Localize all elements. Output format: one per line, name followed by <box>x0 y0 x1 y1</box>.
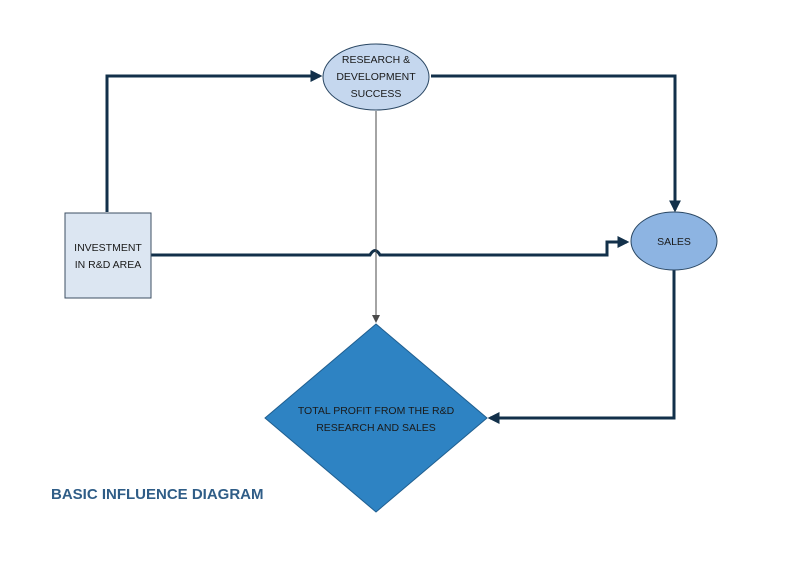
sales-node: SALES <box>630 211 718 271</box>
investment-box <box>64 212 152 299</box>
profit-node: TOTAL PROFIT FROM THE R&D RESEARCH AND S… <box>264 323 488 513</box>
sales-label: SALES <box>657 236 691 248</box>
research-label-line-2: DEVELOPMENT <box>336 71 416 83</box>
investment-node: INVESTMENT IN R&D AREA <box>64 212 152 299</box>
investment-label-line-2: IN R&D AREA <box>75 259 142 271</box>
research-label-line-1: RESEARCH & <box>342 54 410 66</box>
connector-research-to-sales <box>431 74 681 213</box>
connector-investment-to-research <box>105 70 323 212</box>
connector-investment-to-sales <box>151 236 630 257</box>
profit-label-line-1: TOTAL PROFIT FROM THE R&D <box>298 405 455 417</box>
connector-sales-to-profit <box>487 270 676 424</box>
research-ellipse <box>322 43 430 111</box>
research-node: RESEARCH & DEVELOPMENT SUCCESS <box>322 43 430 111</box>
research-label-line-3: SUCCESS <box>351 88 402 100</box>
sales-ellipse <box>630 211 718 271</box>
investment-label-line-1: INVESTMENT <box>74 242 142 254</box>
diagram-title: BASIC INFLUENCE DIAGRAM <box>51 486 264 503</box>
profit-label-line-2: RESEARCH AND SALES <box>316 422 436 434</box>
profit-diamond <box>264 323 488 513</box>
